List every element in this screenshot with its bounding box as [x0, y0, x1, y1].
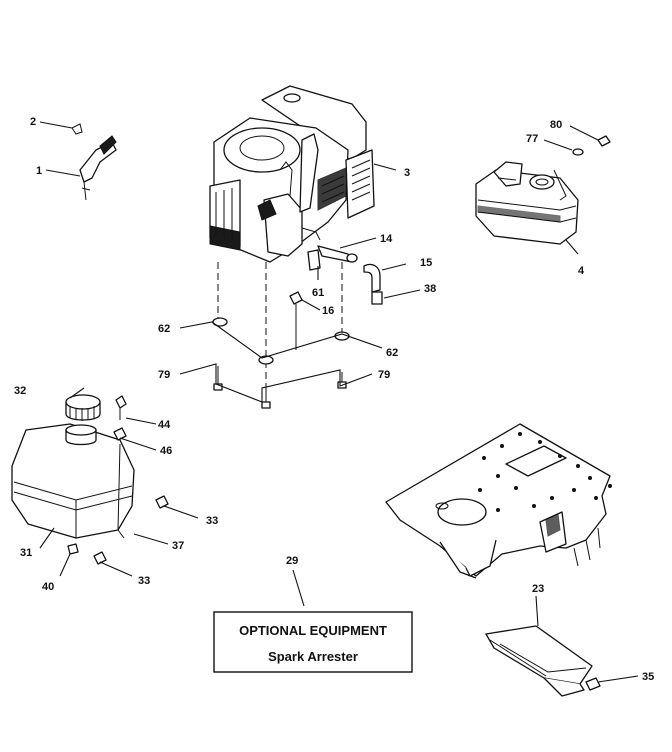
fuel-line-parts [289, 245, 383, 350]
fuel-cap [65, 394, 101, 421]
label-part-16: 16 [322, 305, 334, 317]
optional-equipment-subtitle: Spark Arrester [268, 649, 358, 664]
engine-mount-hardware [212, 262, 350, 409]
fuel-tank [11, 423, 135, 539]
label-part-15: 15 [420, 257, 432, 269]
label-part-77: 77 [526, 133, 538, 145]
label-part-4: 4 [578, 265, 585, 277]
mounting-plate [385, 423, 612, 579]
label-part-40: 40 [42, 581, 54, 593]
label-part-46: 46 [160, 445, 172, 457]
label-part-33-upper: 33 [206, 515, 218, 527]
label-part-29: 29 [286, 555, 298, 567]
label-part-1: 1 [36, 165, 42, 177]
label-part-61: 61 [312, 287, 324, 299]
label-part-62-right: 62 [386, 347, 398, 359]
label-part-2: 2 [30, 116, 36, 128]
label-part-23: 23 [532, 583, 544, 595]
label-part-37: 37 [172, 540, 184, 552]
engine [209, 85, 375, 263]
label-part-33-lower: 33 [138, 575, 150, 587]
optional-equipment-title: OPTIONAL EQUIPMENT [239, 623, 387, 638]
optional-equipment-box: OPTIONAL EQUIPMENT Spark Arrester [213, 611, 413, 673]
label-part-14: 14 [380, 233, 393, 245]
label-part-79-right: 79 [378, 369, 390, 381]
label-part-44: 44 [158, 419, 171, 431]
muffler [475, 135, 611, 245]
part-number-labels: 2 1 3 80 77 4 14 15 61 38 16 62 62 79 79… [14, 116, 654, 683]
label-part-32: 32 [14, 385, 26, 397]
label-part-3: 3 [404, 167, 410, 179]
throttle-control [71, 123, 117, 201]
fuel-tank-hardware [67, 395, 169, 565]
label-part-79-left: 79 [158, 369, 170, 381]
label-part-80: 80 [550, 119, 562, 131]
label-part-31: 31 [20, 547, 32, 559]
label-part-38: 38 [424, 283, 436, 295]
spark-arrester-shield [485, 625, 601, 697]
label-part-62-left: 62 [158, 323, 170, 335]
leader-lines [39, 121, 639, 683]
label-part-35: 35 [642, 671, 654, 683]
